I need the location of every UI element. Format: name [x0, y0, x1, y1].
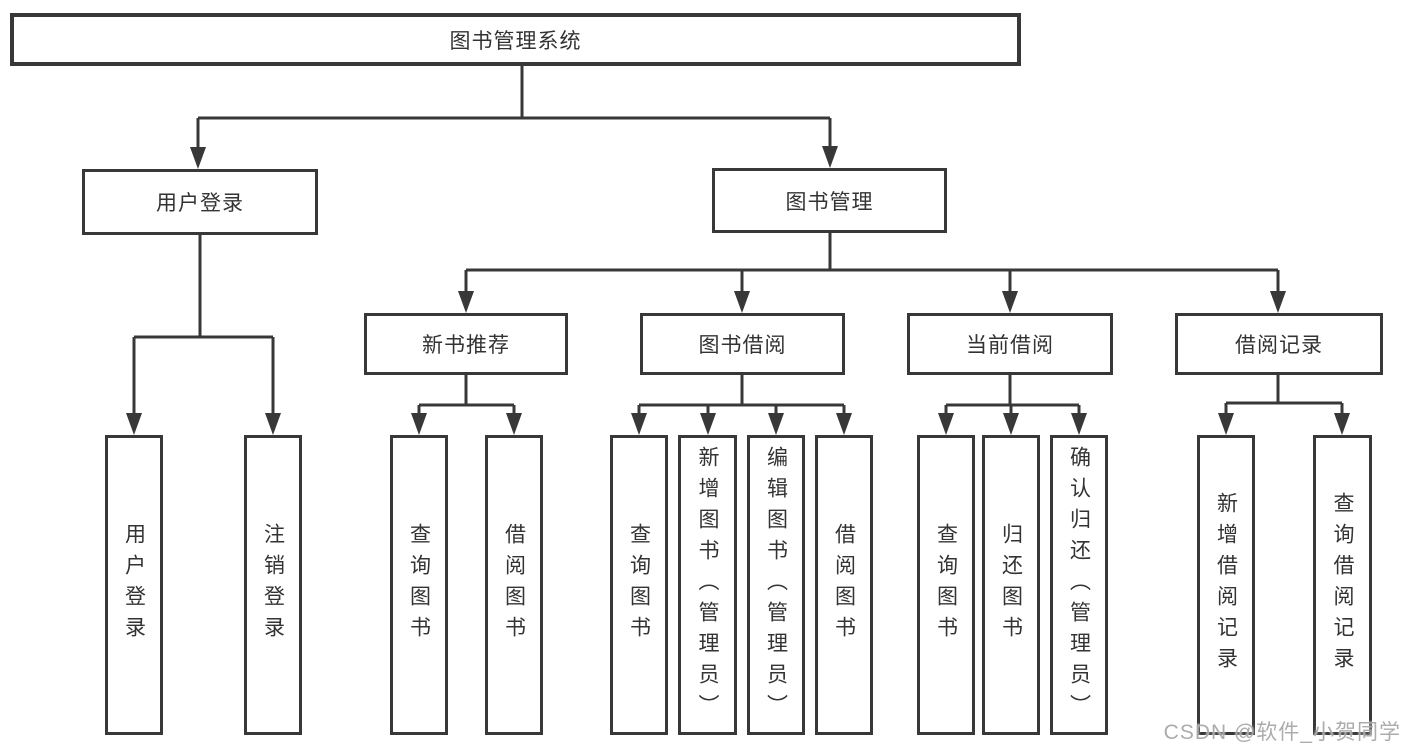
leaf-confirm-return-admin-label: 确认归还（管理员）: [1067, 445, 1091, 725]
leaf-query-borrow-record-label: 查询借阅记录: [1331, 492, 1354, 678]
leaf-user-login: 用户登录: [105, 435, 163, 735]
node-root: 图书管理系统: [10, 13, 1021, 66]
arrowheads: [126, 146, 1350, 435]
leaf-query-books-3-label: 查询图书: [934, 523, 958, 647]
leaf-return-book: 归还图书: [982, 435, 1040, 735]
leaf-logout-label: 注销登录: [261, 523, 285, 647]
node-book-borrow: 图书借阅: [640, 313, 845, 375]
leaf-add-borrow-record: 新增借阅记录: [1197, 435, 1255, 735]
leaf-query-books-1: 查询图书: [390, 435, 448, 735]
leaf-borrow-books-2-label: 借阅图书: [832, 523, 856, 647]
leaf-add-book-admin: 新增图书（管理员）: [678, 435, 737, 735]
leaf-edit-book-admin-label: 编辑图书（管理员）: [764, 445, 788, 725]
node-borrow-records: 借阅记录: [1175, 313, 1383, 375]
leaf-query-borrow-record: 查询借阅记录: [1313, 435, 1372, 735]
leaf-confirm-return-admin: 确认归还（管理员）: [1050, 435, 1108, 735]
leaf-borrow-books-2: 借阅图书: [815, 435, 873, 735]
leaf-query-books-1-label: 查询图书: [407, 523, 431, 647]
leaf-query-books-3: 查询图书: [917, 435, 975, 735]
node-current-borrow: 当前借阅: [907, 313, 1113, 375]
leaf-borrow-books-1-label: 借阅图书: [502, 523, 526, 647]
leaf-query-books-2: 查询图书: [610, 435, 668, 735]
node-new-book-recommend: 新书推荐: [364, 313, 568, 375]
leaf-return-book-label: 归还图书: [999, 523, 1023, 647]
leaf-logout: 注销登录: [244, 435, 302, 735]
leaf-add-book-admin-label: 新增图书（管理员）: [696, 445, 719, 725]
node-book-management: 图书管理: [712, 168, 947, 233]
csdn-watermark: CSDN @软件_小贺同学: [1163, 721, 1401, 744]
leaf-query-books-2-label: 查询图书: [627, 523, 651, 647]
leaf-user-login-label: 用户登录: [122, 523, 146, 647]
leaf-add-borrow-record-label: 新增借阅记录: [1214, 492, 1238, 678]
leaf-edit-book-admin: 编辑图书（管理员）: [747, 435, 805, 735]
node-user-login: 用户登录: [82, 169, 318, 235]
leaf-borrow-books-1: 借阅图书: [485, 435, 543, 735]
